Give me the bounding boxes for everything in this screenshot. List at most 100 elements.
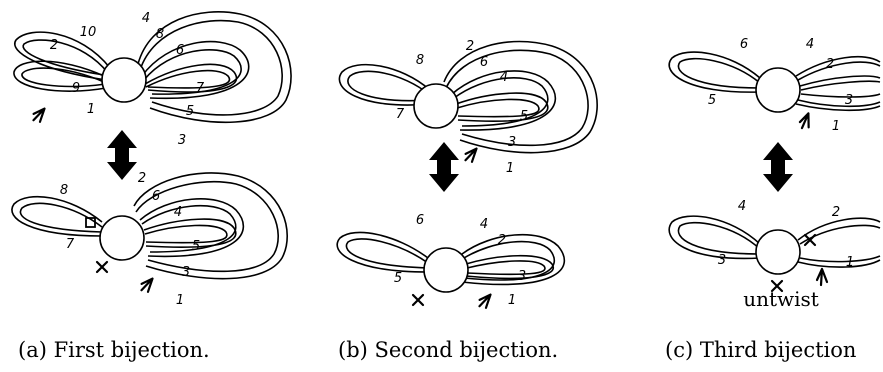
vertex-disc xyxy=(99,215,145,261)
label-5: 5 xyxy=(186,104,194,119)
label-4: 4 xyxy=(174,205,182,220)
ribbon-loop xyxy=(800,93,881,98)
ribbon-loop xyxy=(336,231,429,273)
label-8: 8 xyxy=(156,27,164,42)
label-8: 8 xyxy=(416,53,424,68)
ribbon-loop xyxy=(453,77,549,127)
label-6: 6 xyxy=(740,37,748,52)
label-5: 5 xyxy=(394,271,402,286)
panel-b-top-diagram: 8 7 2 6 4 5 3 1 xyxy=(338,39,598,176)
arrowhead-icon xyxy=(475,290,496,312)
label-4: 4 xyxy=(738,199,746,214)
ribbon-loop xyxy=(797,99,881,108)
ribbon-loop xyxy=(451,70,557,131)
ribbon-loop xyxy=(145,69,231,89)
ribbon-loop xyxy=(668,215,761,260)
label-7: 7 xyxy=(396,107,405,122)
vertex-disc xyxy=(755,229,801,275)
ribbon-loop xyxy=(455,92,549,122)
ribbon-loop xyxy=(139,19,283,116)
ribbon-loop xyxy=(135,180,279,273)
label-2: 2 xyxy=(832,205,840,220)
label-3: 3 xyxy=(518,269,526,284)
ribbon-loop xyxy=(466,260,546,276)
arrowhead-icon xyxy=(137,274,158,296)
ribbon-loop xyxy=(13,60,107,92)
label-3: 3 xyxy=(508,135,516,150)
panel-c-bottom-diagram: 4 3 2 1 untwist xyxy=(668,199,881,311)
ribbon-loop xyxy=(19,202,103,233)
ribbon-loop xyxy=(345,238,429,269)
label-6: 6 xyxy=(416,213,424,228)
cross-marker-icon xyxy=(95,260,109,274)
ribbon-loop xyxy=(465,254,555,280)
ribbon-loop xyxy=(11,195,103,237)
ribbon-loop xyxy=(347,70,431,102)
ribbon-loop xyxy=(795,56,881,77)
label-4: 4 xyxy=(142,11,150,26)
panel-c-top-diagram: 6 5 4 2 3 1 xyxy=(668,37,881,134)
double-arrow-icon xyxy=(107,130,137,180)
ribbon-loop xyxy=(795,103,881,112)
arrowhead-icon xyxy=(797,110,815,132)
panel-a-bottom-diagram: 8 7 2 6 4 5 3 1 xyxy=(11,171,289,308)
label-1: 1 xyxy=(508,293,516,308)
label-3: 3 xyxy=(182,265,190,280)
ribbon-loop xyxy=(141,40,250,100)
label-4: 4 xyxy=(480,217,488,232)
cross-marker-icon xyxy=(803,233,817,247)
double-arrow-icon xyxy=(429,142,459,192)
ribbon-loop xyxy=(338,63,431,106)
ribbon-loop xyxy=(139,198,245,258)
label-9: 9 xyxy=(72,81,80,96)
ribbon-loop xyxy=(133,172,289,280)
ribbon-loop xyxy=(141,204,237,253)
label-1: 1 xyxy=(846,255,854,270)
label-2: 2 xyxy=(826,57,834,72)
ribbon-loop xyxy=(144,224,228,244)
ribbon-loop xyxy=(443,40,598,154)
label-2: 2 xyxy=(50,38,58,53)
vertex-disc xyxy=(423,247,469,293)
ribbon-loop xyxy=(797,217,881,241)
ribbon-loop xyxy=(463,240,555,281)
label-2: 2 xyxy=(498,233,506,248)
ribbon-loop xyxy=(668,51,761,93)
arrowhead-icon xyxy=(461,144,482,166)
ribbon-loop xyxy=(799,255,881,263)
caption-c: (c) Third bijection xyxy=(665,338,856,362)
ribbon-loop xyxy=(21,67,107,88)
label-1: 1 xyxy=(87,102,95,117)
label-4: 4 xyxy=(500,70,508,85)
arrowhead-icon xyxy=(29,104,50,126)
ribbon-loop xyxy=(677,221,761,255)
label-2: 2 xyxy=(138,171,146,186)
label-8: 8 xyxy=(60,183,68,198)
vertex-disc xyxy=(413,83,459,129)
double-arrow-icon xyxy=(763,142,793,192)
label-1: 1 xyxy=(506,161,514,176)
arrowhead-icon xyxy=(815,267,829,287)
label-3: 3 xyxy=(845,93,853,108)
ribbon-loop xyxy=(143,49,242,95)
ribbon-loop xyxy=(22,39,109,76)
label-7: 7 xyxy=(66,237,75,252)
panel-a-top-diagram: 10 2 9 1 4 8 6 7 5 3 xyxy=(13,11,292,148)
label-3: 3 xyxy=(178,133,186,148)
ribbon-loop xyxy=(143,218,237,248)
panel-b-bottom-diagram: 6 5 4 2 3 1 xyxy=(336,213,566,312)
label-1: 1 xyxy=(832,119,840,134)
untwist-label: untwist xyxy=(743,287,819,311)
label-2: 2 xyxy=(466,39,474,54)
ribbon-loop xyxy=(800,80,881,91)
ribbon-loop xyxy=(445,49,589,147)
label-6: 6 xyxy=(480,55,488,70)
label-5: 5 xyxy=(192,239,200,254)
label-3: 3 xyxy=(718,253,726,268)
caption-b: (b) Second bijection. xyxy=(338,338,558,362)
ribbon-loop xyxy=(456,98,540,118)
vertex-disc xyxy=(101,57,147,103)
ribbon-loop xyxy=(799,75,881,87)
caption-a: (a) First bijection. xyxy=(18,338,210,362)
